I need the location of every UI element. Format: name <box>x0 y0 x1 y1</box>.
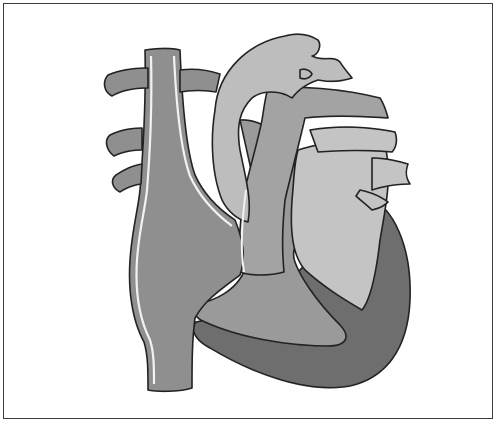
left-vessel-bottom <box>113 164 142 192</box>
aortic-branch <box>300 69 312 79</box>
left-vessel-middle <box>107 128 142 156</box>
left-vessel-top <box>105 68 148 96</box>
pulmonary-vein-upper <box>310 127 396 152</box>
posterior-vessel <box>180 69 220 92</box>
pulmonary-vein-lower <box>372 158 410 190</box>
